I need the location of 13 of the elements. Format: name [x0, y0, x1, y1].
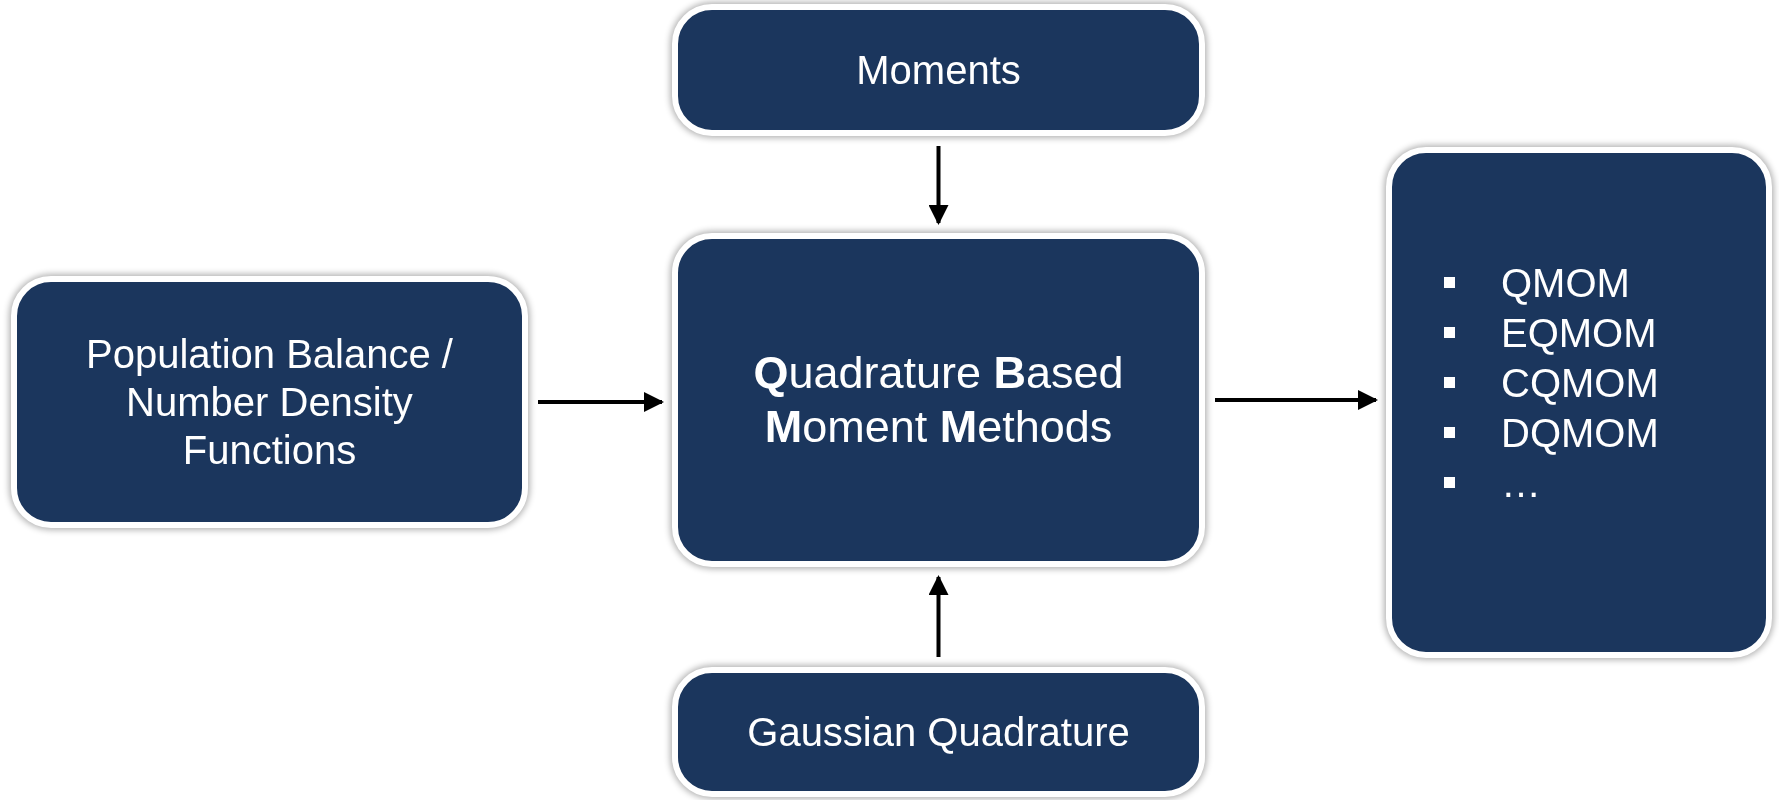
- arrow: [928, 146, 949, 225]
- box-label: Population Balance / Number Density Functions: [85, 331, 454, 474]
- box-label: Quadrature Based Moment Methods: [752, 346, 1125, 454]
- list-item: CQMOM: [1501, 359, 1659, 407]
- box-label: Moments: [856, 47, 1021, 94]
- list-item: …: [1501, 459, 1541, 507]
- arrow: [928, 575, 949, 657]
- box-label: Gaussian Quadrature: [747, 709, 1130, 756]
- list-item: QMOM: [1501, 259, 1630, 307]
- arrow: [1215, 390, 1378, 410]
- arrow: [538, 392, 664, 412]
- list-item: DQMOM: [1501, 409, 1659, 457]
- list-item: EQMOM: [1501, 309, 1657, 357]
